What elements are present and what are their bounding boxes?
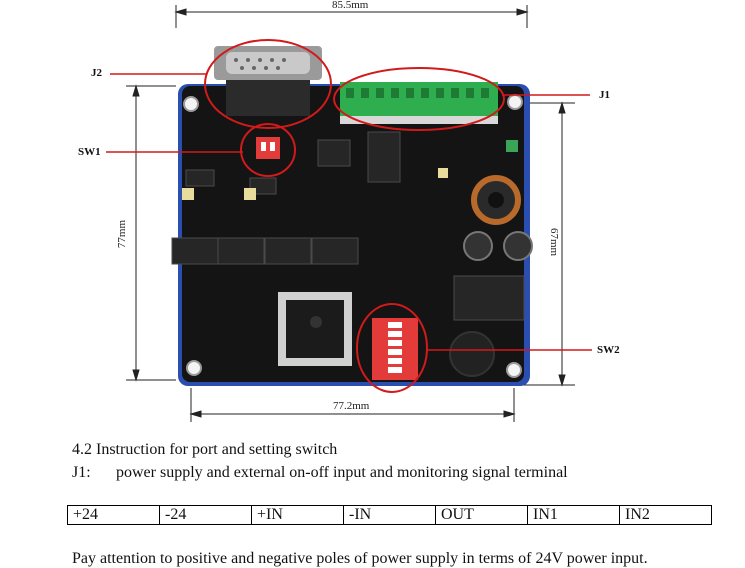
table-row: +24 -24 +IN -IN OUT IN1 IN2 bbox=[67, 505, 712, 525]
j1-description: J1: power supply and external on-off inpu… bbox=[72, 464, 568, 482]
pin-cell: +24 bbox=[67, 505, 160, 525]
callout-j2: J2 bbox=[91, 67, 102, 79]
pin-cell: -24 bbox=[159, 505, 252, 525]
section-heading: 4.2 Instruction for port and setting swi… bbox=[72, 441, 338, 458]
board-photo bbox=[106, 5, 592, 422]
dimension-bottom-width: 77.2mm bbox=[333, 400, 370, 412]
j1-label: J1: bbox=[72, 464, 91, 481]
dimension-top-width: 85.5mm bbox=[332, 0, 369, 11]
callout-sw1: SW1 bbox=[78, 146, 101, 158]
pin-cell: -IN bbox=[343, 505, 436, 525]
power-polarity-note: Pay attention to positive and negative p… bbox=[72, 550, 648, 567]
pin-cell: +IN bbox=[251, 505, 344, 525]
pin-cell: OUT bbox=[435, 505, 528, 525]
dimension-right-height: 67mm bbox=[548, 227, 561, 257]
board-figure: 85.5mm 77.2mm 77mm 67mm J2 J1 SW1 SW2 bbox=[78, 0, 620, 422]
callout-j1: J1 bbox=[599, 89, 610, 101]
pin-cell: IN2 bbox=[619, 505, 712, 525]
callout-sw2: SW2 bbox=[597, 344, 620, 356]
pin-cell: IN1 bbox=[527, 505, 620, 525]
pin-table: +24 -24 +IN -IN OUT IN1 IN2 bbox=[67, 505, 712, 525]
j1-text: power supply and external on-off input a… bbox=[116, 464, 568, 481]
dimension-left-height: 77mm bbox=[116, 219, 129, 249]
